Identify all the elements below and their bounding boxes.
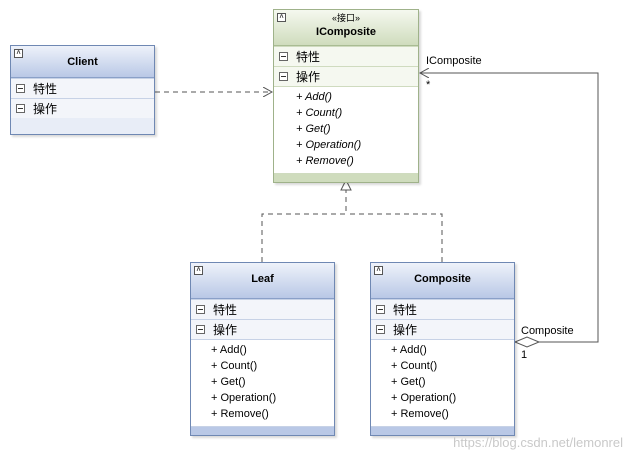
association-target-role: IComposite <box>426 55 482 67</box>
composite-class[interactable]: ˄ Composite 特性 操作 + Add() + Count() + Ge… <box>370 262 515 436</box>
association-source-role: Composite <box>521 325 574 337</box>
operation-item[interactable]: + Count() <box>296 107 343 119</box>
operations-label: 操作 <box>393 323 418 337</box>
operation-item[interactable]: + Add() <box>296 91 332 103</box>
class-footer <box>191 426 334 435</box>
attributes-label: 特性 <box>393 303 418 317</box>
collapse-minus-icon[interactable] <box>279 72 288 81</box>
operations-list: + Add() + Count() + Get() + Operation() … <box>191 339 334 426</box>
operation-item[interactable]: + Operation() <box>296 139 362 151</box>
attributes-section[interactable]: 特性 <box>274 46 418 66</box>
operations-list: + Add() + Count() + Get() + Operation() … <box>274 86 418 173</box>
operation-item[interactable]: + Remove() <box>211 408 269 420</box>
operations-section[interactable]: 操作 <box>191 319 334 339</box>
attributes-label: 特性 <box>33 82 58 96</box>
client-class[interactable]: ˄ Client 特性 操作 <box>10 45 155 135</box>
class-name: Composite <box>414 273 471 285</box>
realization-line-leaf <box>261 190 347 262</box>
attributes-label: 特性 <box>213 303 238 317</box>
association-target-multiplicity: * <box>426 79 431 91</box>
aggregation-diamond <box>513 336 541 348</box>
class-footer <box>371 426 514 435</box>
operations-label: 操作 <box>296 70 321 84</box>
operations-section[interactable]: 操作 <box>274 66 418 86</box>
collapse-icon[interactable]: ˄ <box>194 266 203 275</box>
collapse-minus-icon[interactable] <box>279 52 288 61</box>
operation-item[interactable]: + Count() <box>391 360 438 372</box>
collapse-minus-icon[interactable] <box>196 305 205 314</box>
collapse-minus-icon[interactable] <box>16 84 25 93</box>
attributes-section[interactable]: 特性 <box>11 78 154 98</box>
operations-list: + Add() + Count() + Get() + Operation() … <box>371 339 514 426</box>
operation-item[interactable]: + Get() <box>296 123 331 135</box>
composite-header: ˄ Composite <box>371 263 514 299</box>
client-header: ˄ Client <box>11 46 154 78</box>
watermark: https://blog.csdn.net/lemonrel <box>453 435 623 450</box>
operation-item[interactable]: + Add() <box>211 344 247 356</box>
operations-label: 操作 <box>33 102 58 116</box>
leaf-class[interactable]: ˄ Leaf 特性 操作 + Add() + Count() + Get() +… <box>190 262 335 436</box>
operation-item[interactable]: + Remove() <box>391 408 449 420</box>
class-footer <box>274 173 418 182</box>
stereotype: «接口» <box>331 13 360 23</box>
collapse-icon[interactable]: ˄ <box>14 49 23 58</box>
operation-item[interactable]: + Operation() <box>391 392 457 404</box>
realization-triangle <box>340 178 352 191</box>
operation-item[interactable]: + Remove() <box>296 155 354 167</box>
operation-item[interactable]: + Add() <box>391 344 427 356</box>
operation-item[interactable]: + Get() <box>211 376 246 388</box>
class-name: Leaf <box>251 273 274 285</box>
class-name: Client <box>67 56 98 68</box>
operation-item[interactable]: + Get() <box>391 376 426 388</box>
operation-item[interactable]: + Operation() <box>211 392 277 404</box>
operations-label: 操作 <box>213 323 238 337</box>
attributes-section[interactable]: 特性 <box>191 299 334 319</box>
collapse-minus-icon[interactable] <box>376 325 385 334</box>
collapse-icon[interactable]: ˄ <box>374 266 383 275</box>
operations-section[interactable]: 操作 <box>371 319 514 339</box>
class-name: IComposite <box>316 26 376 38</box>
aggregation-line <box>420 73 599 343</box>
collapse-minus-icon[interactable] <box>196 325 205 334</box>
attributes-label: 特性 <box>296 50 321 64</box>
association-source-multiplicity: 1 <box>521 349 528 361</box>
collapse-icon[interactable]: ˄ <box>277 13 286 22</box>
leaf-header: ˄ Leaf <box>191 263 334 299</box>
collapse-minus-icon[interactable] <box>16 104 25 113</box>
icomposite-header: ˄ «接口» IComposite <box>274 10 418 46</box>
operations-section[interactable]: 操作 <box>11 98 154 118</box>
icomposite-interface[interactable]: ˄ «接口» IComposite 特性 操作 + Add() + Count(… <box>273 9 419 183</box>
operation-item[interactable]: + Count() <box>211 360 258 372</box>
collapse-minus-icon[interactable] <box>376 305 385 314</box>
attributes-section[interactable]: 特性 <box>371 299 514 319</box>
realization-line-composite <box>346 213 443 262</box>
